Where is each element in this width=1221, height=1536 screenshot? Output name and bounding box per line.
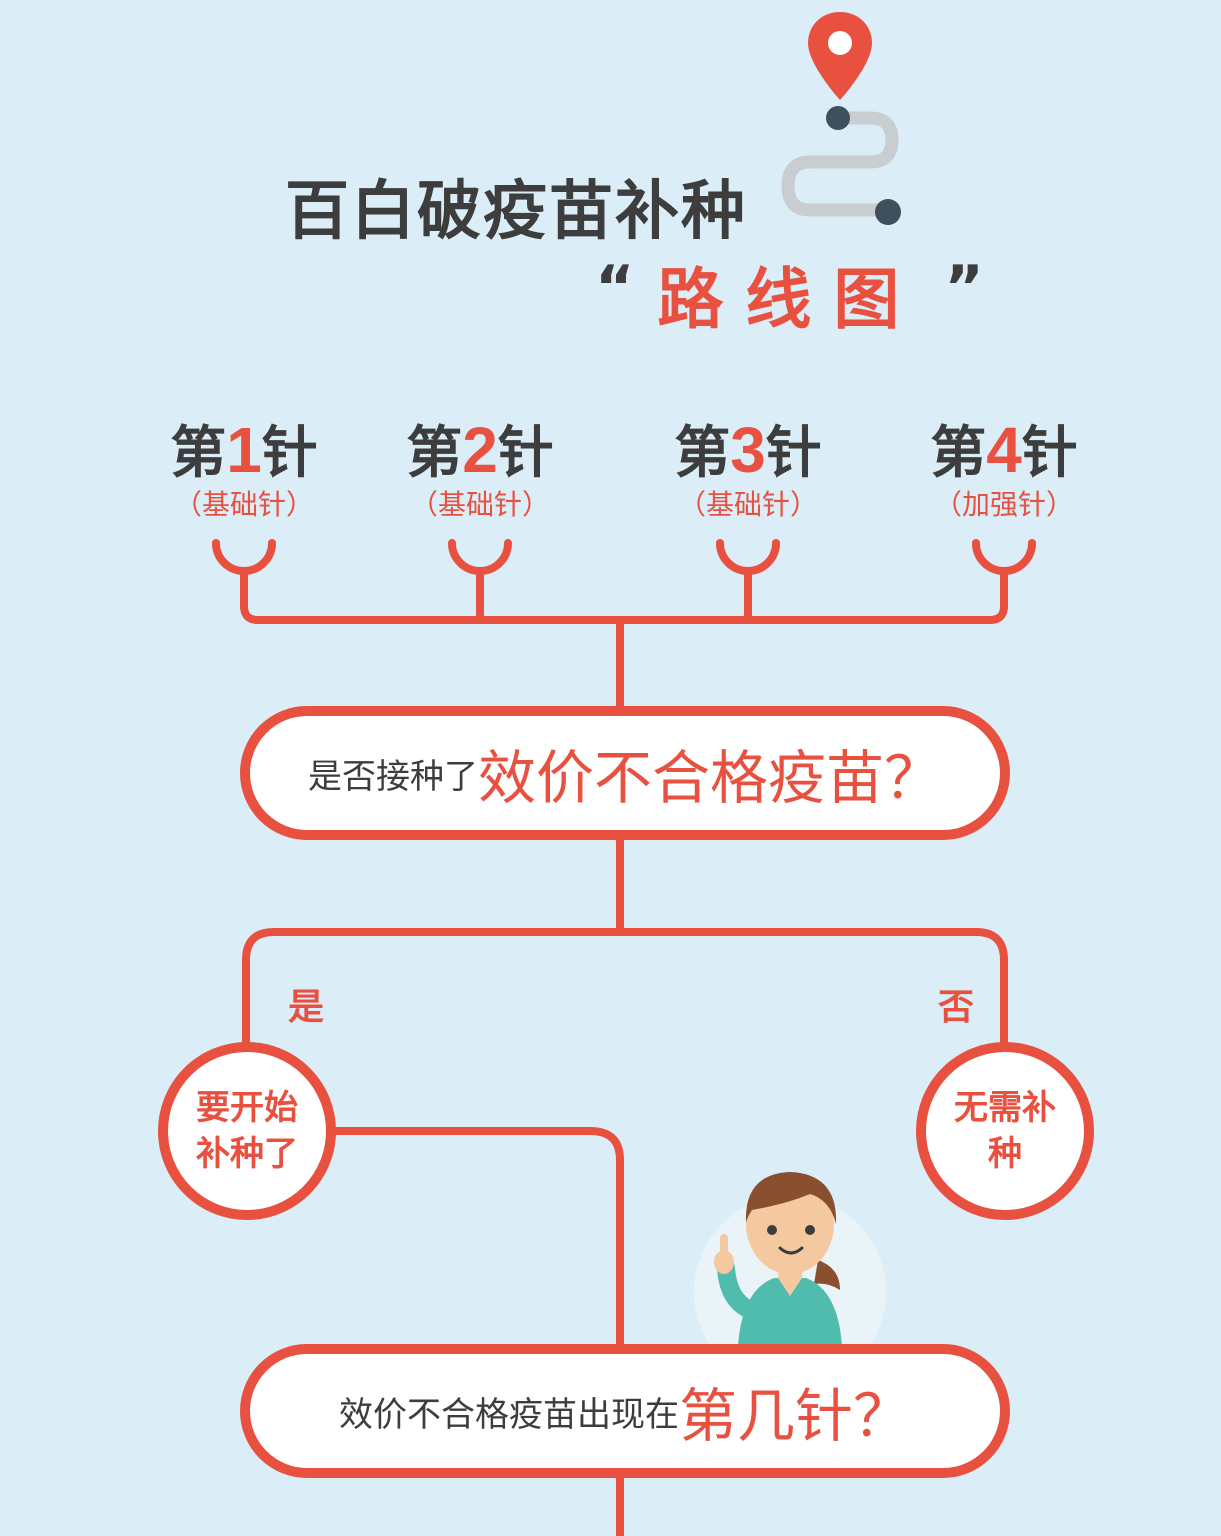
dose-suffix: 针 bbox=[497, 421, 554, 486]
page-subtitle: “ 路线图 ” bbox=[595, 246, 984, 342]
branch-yes-label: 是 bbox=[288, 987, 325, 1028]
route-path-icon bbox=[781, 106, 901, 225]
outcome-yes-circle: 要开始补种了 bbox=[158, 1042, 336, 1220]
map-pin-icon bbox=[808, 12, 872, 100]
question-pill-1: 是否接种了效价不合格疫苗？ bbox=[240, 706, 1010, 840]
dose-prefix: 第 bbox=[170, 421, 227, 486]
dose-1: 第1针 （基础针） bbox=[134, 418, 354, 524]
open-quote: “ bbox=[595, 253, 635, 323]
question-1-small: 是否接种了 bbox=[307, 756, 478, 797]
subtitle-text: 路线图 bbox=[657, 261, 922, 338]
dose-tag: （基础针） bbox=[677, 488, 818, 521]
dose-number: 3 bbox=[730, 414, 766, 486]
dose-number: 2 bbox=[462, 414, 498, 486]
question-2-small: 效价不合格疫苗出现在 bbox=[338, 1394, 679, 1435]
question-1-big: 效价不合格疫苗？ bbox=[477, 744, 942, 812]
dose-3: 第3针 （基础针） bbox=[638, 418, 858, 524]
dose-suffix: 针 bbox=[765, 421, 822, 486]
outcome-yes-text: 要开始补种了 bbox=[196, 1088, 298, 1174]
branch-no-label: 否 bbox=[938, 987, 975, 1028]
pointing-woman-icon bbox=[694, 1172, 886, 1346]
outcome-no-text: 无需补种 bbox=[954, 1088, 1056, 1174]
dose-tag: （基础针） bbox=[173, 488, 314, 521]
question-pill-2: 效价不合格疫苗出现在第几针？ bbox=[240, 1344, 1010, 1478]
dose-prefix: 第 bbox=[930, 421, 987, 486]
dose-number: 1 bbox=[226, 414, 262, 486]
dose-tag: （加强针） bbox=[933, 488, 1074, 521]
dose-suffix: 针 bbox=[261, 421, 318, 486]
page-title: 百白破疫苗补种 bbox=[285, 175, 747, 249]
dose-2: 第2针 （基础针） bbox=[370, 418, 590, 524]
dose-tag: （基础针） bbox=[409, 488, 550, 521]
outcome-no-circle: 无需补种 bbox=[916, 1042, 1094, 1220]
dose-4: 第4针 （加强针） bbox=[894, 418, 1114, 524]
dose-prefix: 第 bbox=[674, 421, 731, 486]
question-2-big: 第几针？ bbox=[678, 1382, 911, 1450]
dose-prefix: 第 bbox=[406, 421, 463, 486]
dose-number: 4 bbox=[986, 414, 1022, 486]
dose-suffix: 针 bbox=[1021, 421, 1078, 486]
close-quote: ” bbox=[944, 253, 984, 323]
